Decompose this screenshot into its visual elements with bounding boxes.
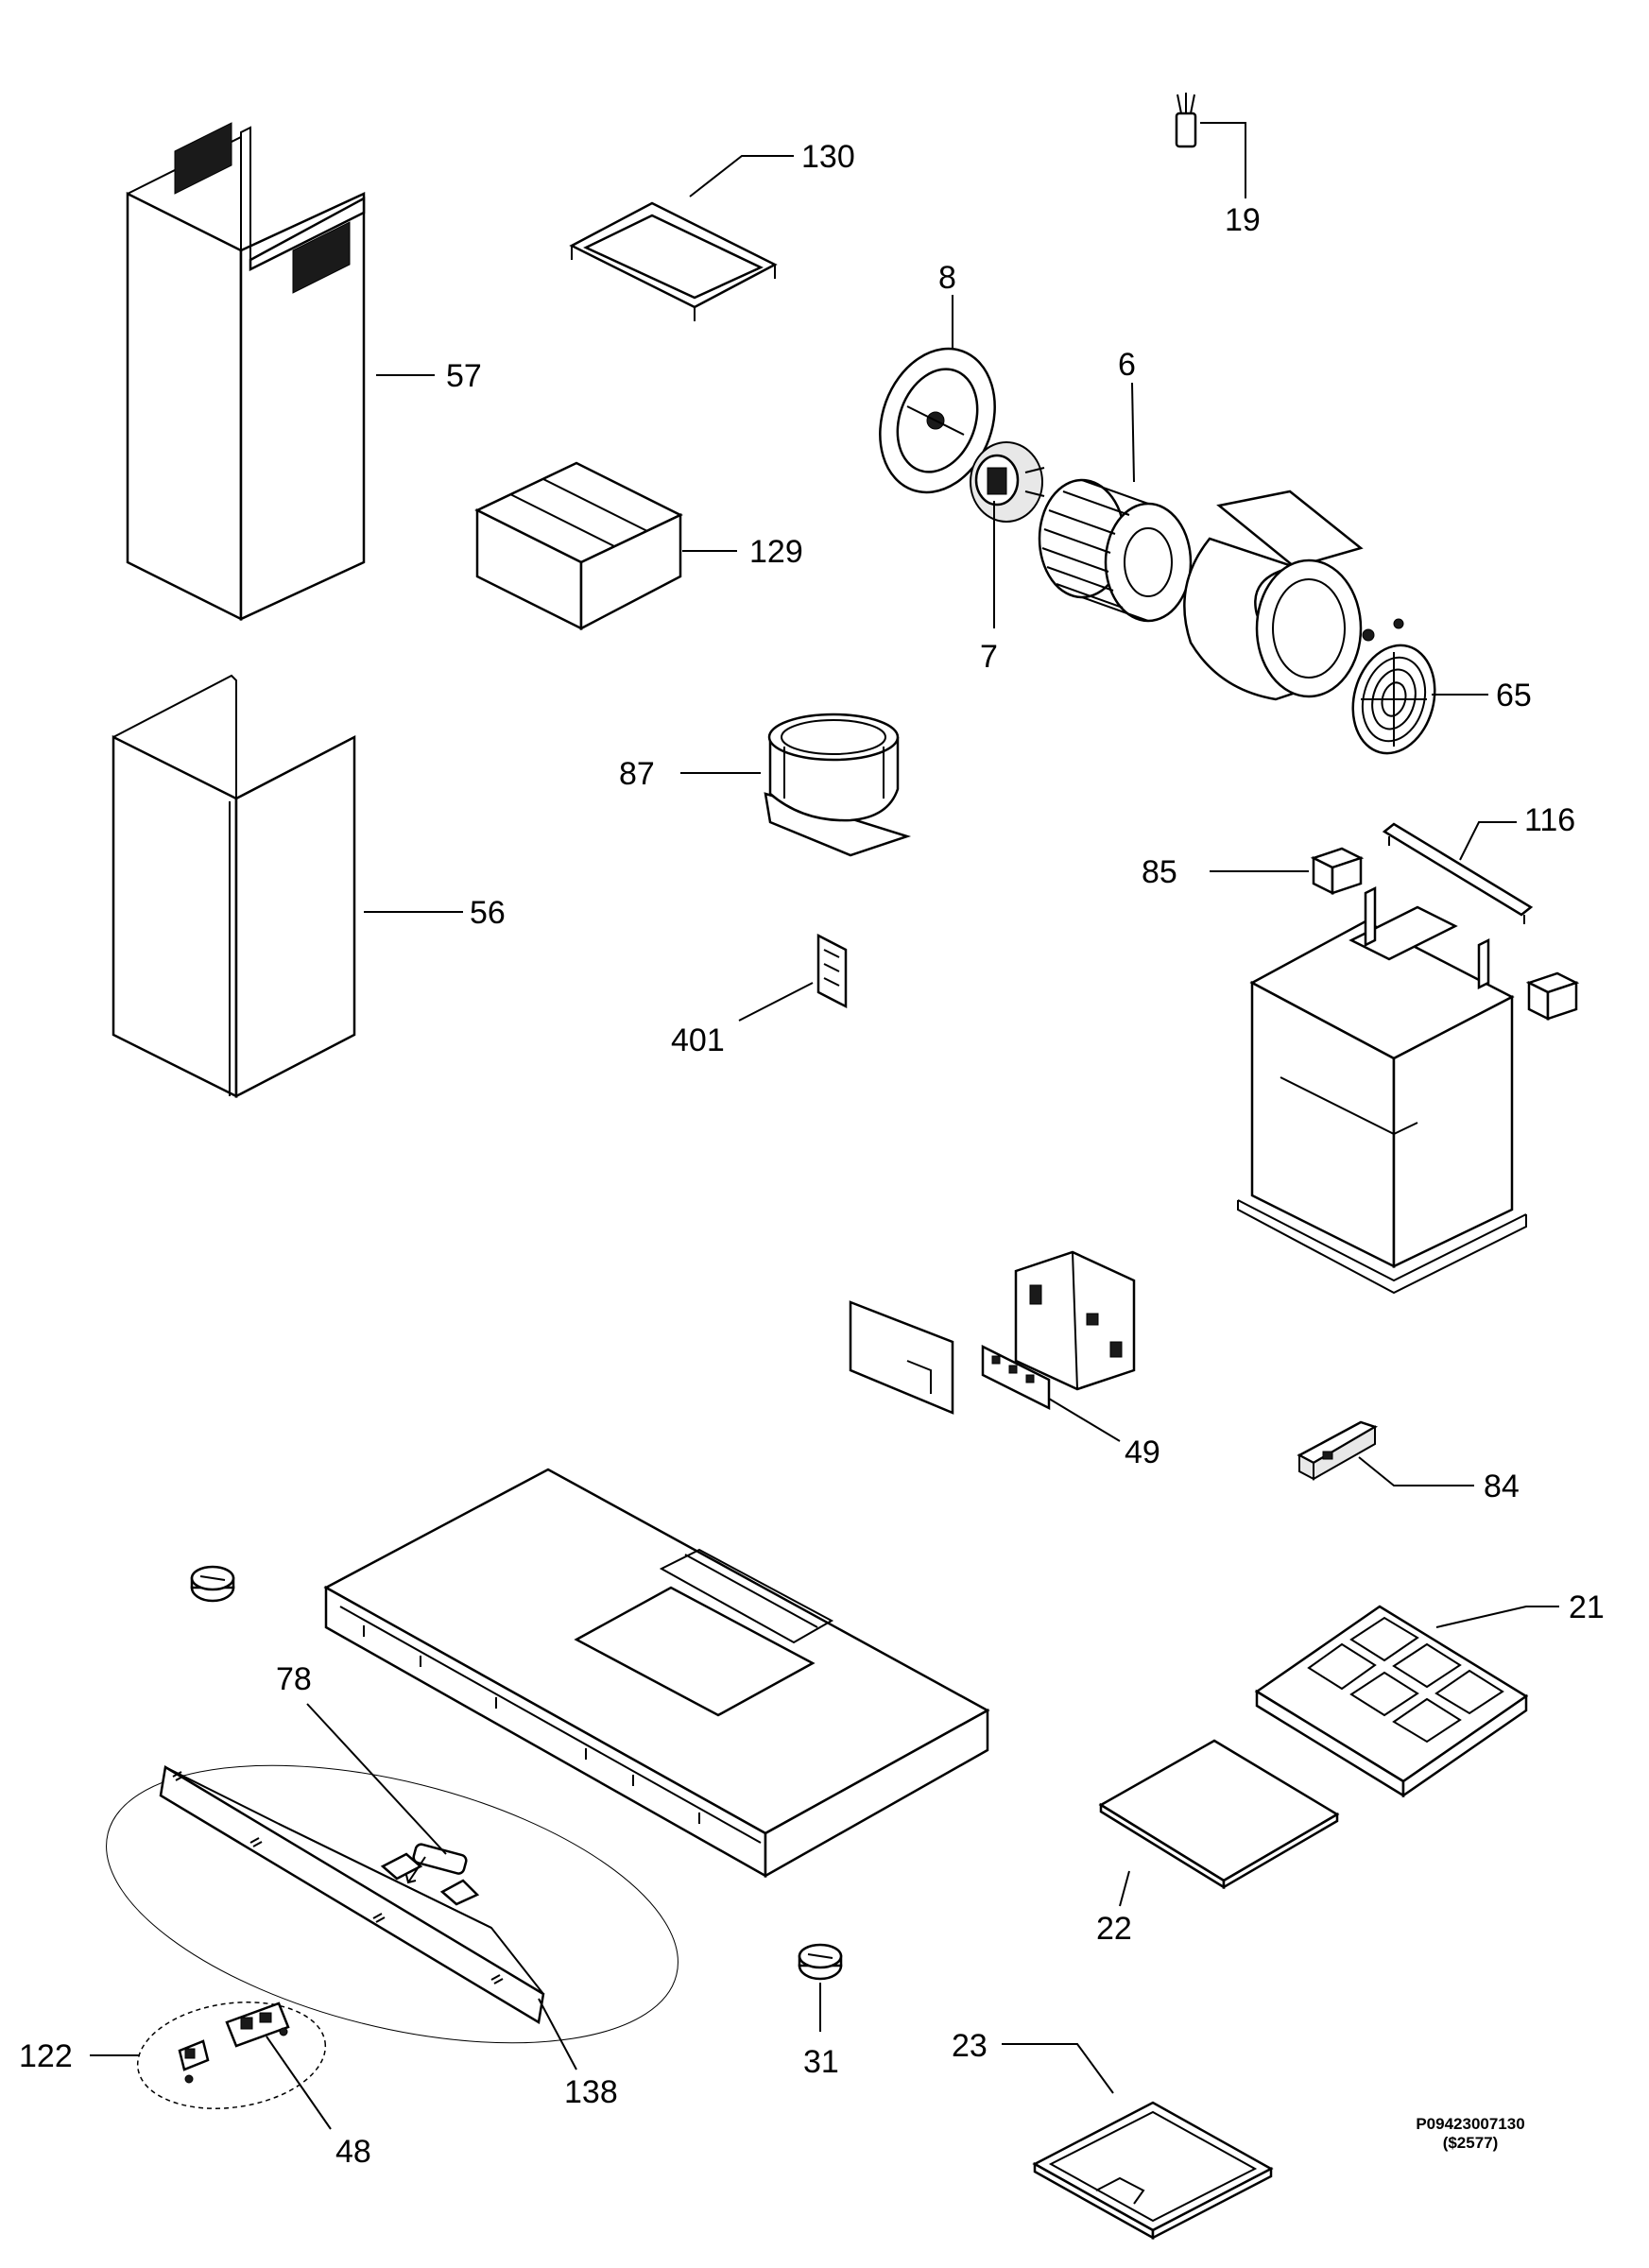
part-21-filter-frame <box>1254 1605 1529 1798</box>
part-labels: 130 19 8 6 57 129 7 65 87 116 85 56 401 … <box>19 139 1605 2170</box>
label-part-23: 23 <box>952 2028 988 2064</box>
hood-body <box>323 1468 990 1879</box>
part-31-knob <box>798 1943 843 1981</box>
blower-base-housing <box>1237 885 1527 1295</box>
part-6-fan-wheel <box>1038 478 1193 623</box>
label-part-116: 116 <box>1524 802 1575 838</box>
part-85-switch-box <box>1310 847 1580 1022</box>
label-part-122: 122 <box>19 2038 73 2074</box>
part-19-capacitor <box>1175 93 1197 148</box>
fan-blades <box>1041 490 1130 609</box>
drawing-subcode: ($2577) <box>1443 2134 1499 2152</box>
drawing-code-block: P09423007130 ($2577) <box>1416 2115 1524 2152</box>
blower-housing <box>1183 490 1364 701</box>
label-part-19: 19 <box>1225 202 1261 238</box>
part-48-switch <box>225 2002 290 2048</box>
part-87-duct-adapter <box>764 713 912 857</box>
drawing-code: P09423007130 <box>1416 2115 1524 2133</box>
vent-grille <box>174 122 351 294</box>
label-part-401: 401 <box>671 1022 725 1058</box>
label-part-129: 129 <box>749 534 803 570</box>
part-138-glass-panel <box>106 1764 678 2044</box>
label-part-85: 85 <box>1142 854 1177 890</box>
part-122-switch-assembly <box>136 2002 327 2109</box>
label-part-48: 48 <box>335 2134 371 2170</box>
label-part-57: 57 <box>446 358 482 394</box>
part-22-filter-pad <box>1098 1739 1340 1890</box>
label-part-78: 78 <box>276 1661 312 1697</box>
label-part-130: 130 <box>801 139 855 175</box>
part-7-motor <box>970 441 1045 523</box>
label-part-21: 21 <box>1569 1589 1605 1625</box>
label-part-7: 7 <box>980 639 998 675</box>
label-part-65: 65 <box>1496 678 1532 713</box>
part-65-inlet-grille <box>1351 618 1436 755</box>
glass-reflection-marks <box>172 1771 504 1984</box>
part-57-upper-chimney <box>126 122 366 622</box>
label-part-87: 87 <box>619 756 655 792</box>
label-part-8: 8 <box>938 260 956 296</box>
part-23-charcoal-filter <box>1032 2101 1274 2241</box>
filter-cells <box>1307 1616 1504 1744</box>
control-boards <box>849 1250 1136 1415</box>
label-part-6: 6 <box>1118 347 1136 383</box>
part-401-terminal-board <box>816 933 848 1009</box>
part-8-motor-plate <box>879 347 996 494</box>
leader-lines <box>90 122 1559 2130</box>
label-part-49: 49 <box>1125 1435 1160 1470</box>
part-84-light-socket <box>1297 1420 1379 1481</box>
part-56-lower-chimney <box>112 674 356 1099</box>
label-part-22: 22 <box>1096 1911 1132 1947</box>
part-49-control-board <box>981 1344 1051 1411</box>
part-130-bracket <box>569 201 778 321</box>
label-part-56: 56 <box>470 895 506 931</box>
part-129-duct-box <box>474 461 683 631</box>
part-116-rail <box>1382 822 1534 924</box>
label-part-31: 31 <box>803 2044 839 2080</box>
label-part-138: 138 <box>564 2074 618 2110</box>
hood-front-slots <box>363 1625 700 1824</box>
control-knob <box>190 1565 235 1603</box>
label-part-84: 84 <box>1484 1469 1520 1504</box>
